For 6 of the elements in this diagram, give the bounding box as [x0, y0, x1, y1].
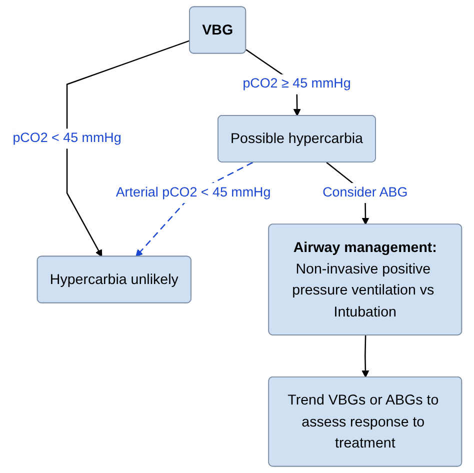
edge-label: pCO2 < 45 mmHg	[12, 131, 122, 146]
arrow	[362, 335, 369, 378]
edge-label: Consider ABG	[322, 186, 408, 200]
edge-label: Arterial pCO2 < 45 mmHg	[116, 186, 271, 200]
arrow	[66, 40, 190, 257]
edge-label: pCO2 ≥ 45 mmHg	[242, 76, 351, 92]
